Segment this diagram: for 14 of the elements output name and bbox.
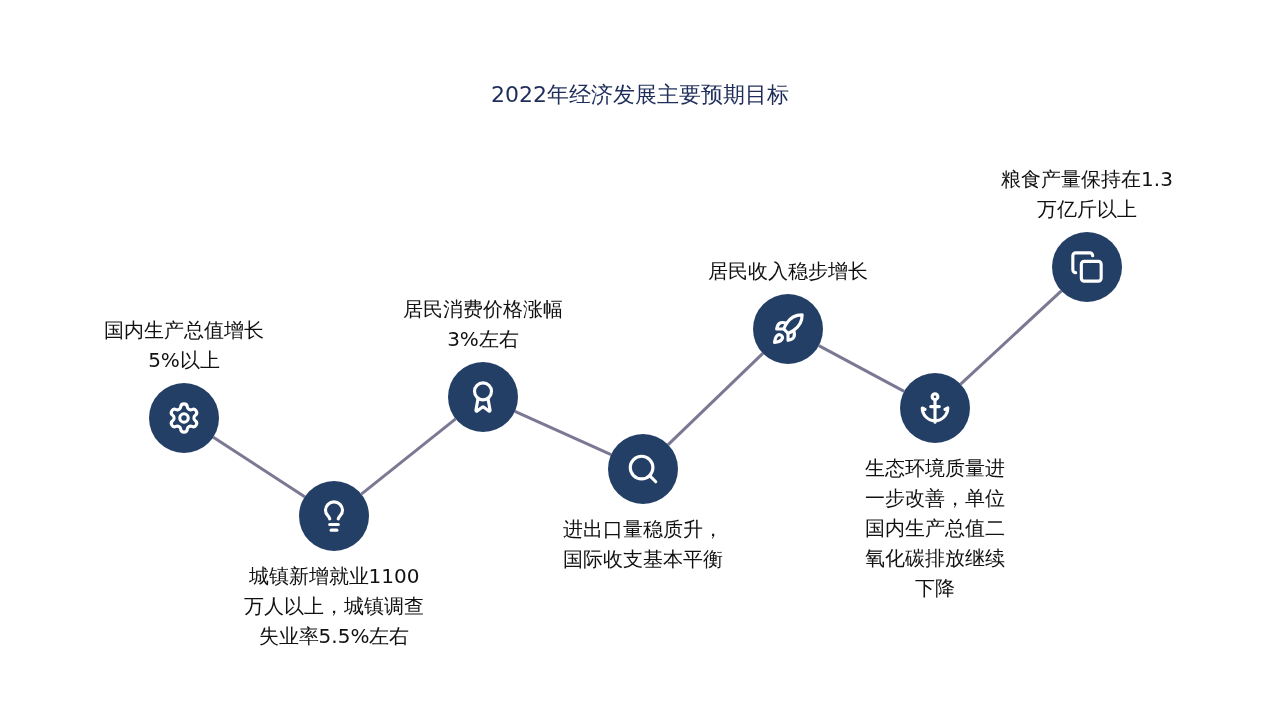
connector-line: [818, 344, 905, 393]
milestone-label: 居民消费价格涨幅3%左右: [402, 296, 564, 353]
diagram-title: 2022年经济发展主要预期目标: [491, 81, 789, 109]
milestone-label: 粮食产量保持在1.3万亿斤以上: [1000, 166, 1174, 223]
connector-line: [212, 435, 306, 499]
connector-line: [514, 410, 612, 456]
milestone-label: 进出口量稳质升，国际收支基本平衡: [562, 516, 724, 573]
milestone-label: 城镇新增就业1100万人以上，城镇调查失业率5.5%左右: [243, 563, 425, 650]
milestone-label: 国内生产总值增长5%以上: [103, 317, 265, 374]
connector-line: [959, 289, 1063, 386]
milestone-label: 生态环境质量进一步改善，单位国内生产总值二氧化碳排放继续下降: [864, 455, 1006, 602]
milestone-label: 居民收入稳步增长: [708, 258, 868, 285]
connector-line: [667, 352, 764, 446]
connector-line: [360, 417, 457, 496]
